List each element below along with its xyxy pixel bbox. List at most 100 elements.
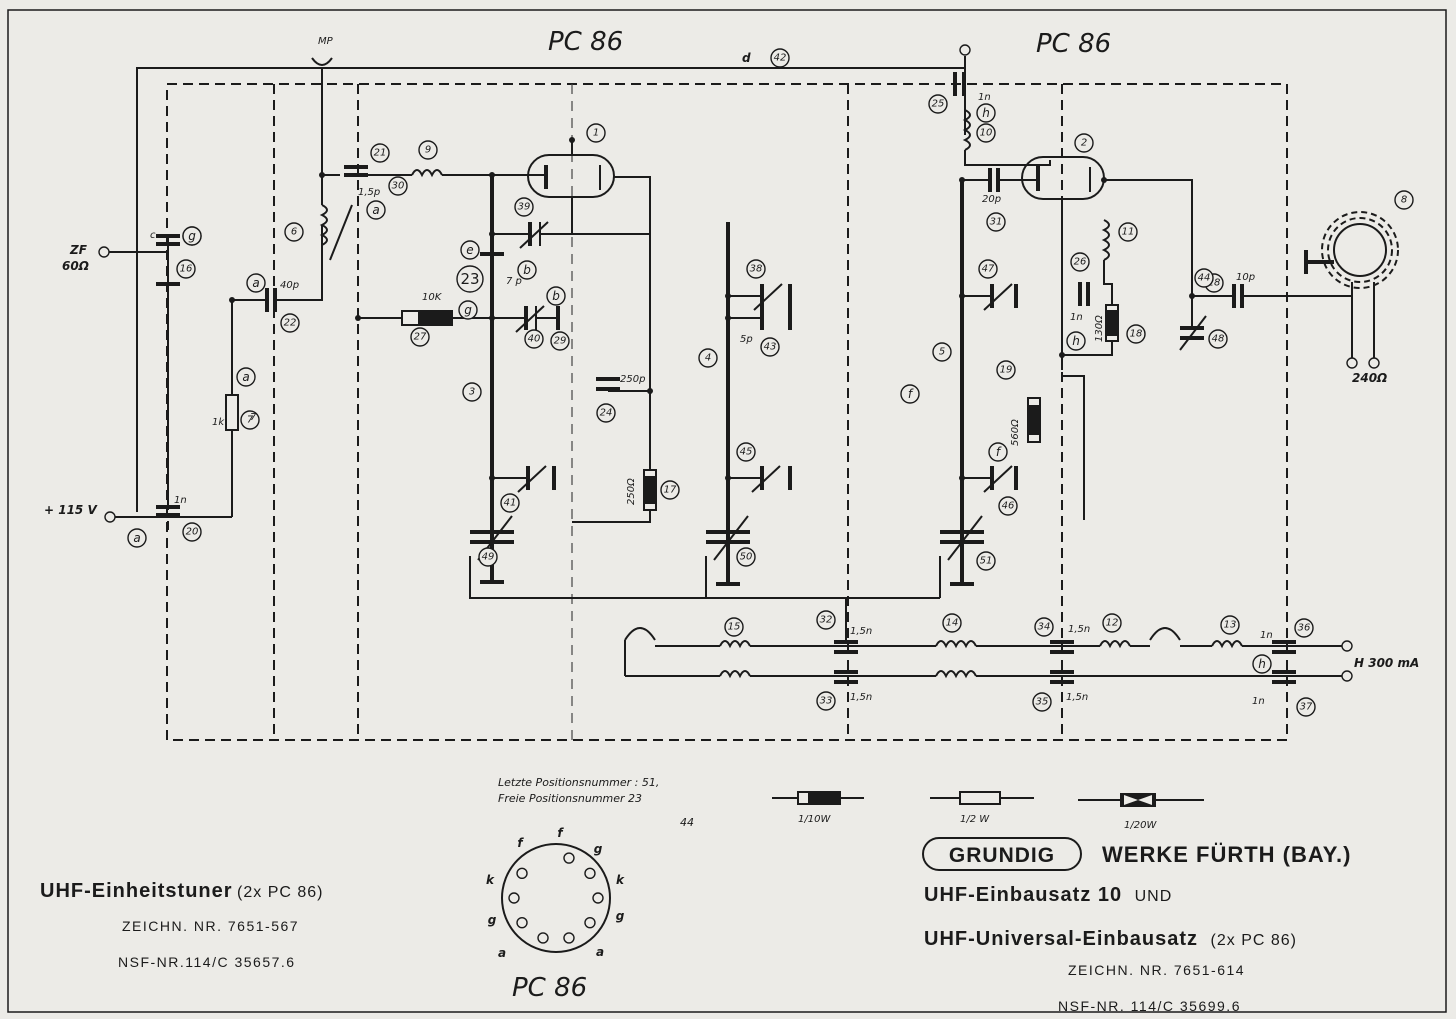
position-marker: 29 bbox=[550, 331, 570, 351]
trimmer-39 bbox=[492, 221, 650, 249]
position-marker: 8 bbox=[1394, 190, 1414, 210]
svg-text:19: 19 bbox=[1000, 365, 1013, 376]
position-marker: 33 bbox=[816, 691, 836, 711]
legend-resistor-1-2w bbox=[930, 791, 1034, 805]
svg-text:40: 40 bbox=[528, 334, 541, 345]
svg-text:41: 41 bbox=[504, 498, 517, 509]
title-left-note: (2x PC 86) bbox=[237, 884, 324, 901]
trimmer-46 bbox=[962, 465, 1018, 493]
letter-marker: a bbox=[366, 200, 386, 220]
position-marker: 7 bbox=[240, 410, 260, 430]
resistor-7 bbox=[225, 300, 239, 517]
heater-label: H 300 mA bbox=[1354, 656, 1419, 670]
base-pin-label: a bbox=[498, 946, 506, 960]
note-line-1: Letzte Positionsnummer : 51, bbox=[498, 776, 659, 789]
position-marker: 51 bbox=[976, 551, 996, 571]
position-marker: 40 bbox=[524, 329, 544, 349]
zf-impedance: 60Ω bbox=[62, 259, 89, 273]
position-marker: 44 bbox=[1194, 268, 1214, 288]
letter-marker: a bbox=[236, 367, 256, 387]
trimmer-38 bbox=[728, 283, 792, 330]
capacitor-21 bbox=[344, 165, 492, 178]
title-right-line-2-text: UHF-Universal-Einbausatz bbox=[924, 928, 1199, 950]
base-pin-label: g bbox=[616, 909, 625, 923]
c34-value: 1,5n bbox=[1068, 624, 1090, 635]
svg-text:b: b bbox=[523, 263, 531, 277]
tube-1 bbox=[492, 137, 651, 523]
svg-text:27: 27 bbox=[414, 332, 427, 343]
r19-value: 560Ω bbox=[1010, 419, 1021, 446]
position-marker: 23 bbox=[456, 265, 484, 293]
title-right-line-2: UHF-Universal-Einbausatz (2x PC 86) bbox=[924, 928, 1297, 951]
letter-markers: aaaabbceffgghhh bbox=[127, 103, 1272, 674]
r18-value: 130Ω bbox=[1094, 315, 1105, 342]
svg-text:31: 31 bbox=[990, 217, 1003, 228]
output-coupling bbox=[1179, 284, 1352, 351]
svg-text:13: 13 bbox=[1224, 620, 1237, 631]
position-marker: 38 bbox=[746, 259, 766, 279]
svg-text:47: 47 bbox=[982, 264, 995, 275]
base-pin-label: g bbox=[488, 913, 497, 927]
svg-text:20: 20 bbox=[186, 527, 199, 538]
position-marker: 22 bbox=[280, 313, 300, 333]
position-marker: 31 bbox=[986, 212, 1006, 232]
capacitor-25 bbox=[953, 72, 1051, 166]
plus-115v-label: + 115 V bbox=[44, 503, 98, 517]
svg-text:38: 38 bbox=[750, 264, 763, 275]
letter-marker: h bbox=[976, 103, 996, 123]
letter-marker: f bbox=[900, 384, 920, 404]
drawing-number-left: ZEICHN. NR. 7651-567 bbox=[122, 918, 300, 934]
position-marker: 19 bbox=[996, 360, 1016, 380]
position-marker: 50 bbox=[736, 547, 756, 567]
svg-text:7: 7 bbox=[247, 415, 254, 426]
position-marker: 39 bbox=[514, 197, 534, 217]
antenna-impedance: 240Ω bbox=[1352, 371, 1387, 385]
nsf-number-right: NSF-NR. 114/C 35699.6 bbox=[1058, 998, 1241, 1014]
position-marker: 35 bbox=[1032, 692, 1052, 712]
svg-text:28: 28 bbox=[1208, 278, 1221, 289]
svg-text:23: 23 bbox=[460, 270, 479, 288]
position-marker: 4 bbox=[698, 348, 718, 368]
svg-text:2: 2 bbox=[1081, 138, 1087, 149]
position-marker: 5 bbox=[932, 342, 952, 362]
letter-marker: g bbox=[182, 226, 202, 246]
capacitor-22 bbox=[229, 225, 323, 312]
svg-text:11: 11 bbox=[1122, 227, 1135, 238]
grundig-logo: GRUNDIG bbox=[922, 837, 1082, 871]
title-right-und: UND bbox=[1134, 888, 1173, 905]
c24-value: 250p bbox=[620, 374, 645, 385]
position-marker: 27 bbox=[410, 327, 430, 347]
position-marker: 32 bbox=[816, 610, 836, 630]
r27-value: 10K bbox=[422, 292, 443, 303]
svg-text:43: 43 bbox=[764, 342, 777, 353]
svg-text:10: 10 bbox=[980, 128, 993, 139]
company-name: WERKE FÜRTH (BAY.) bbox=[1102, 842, 1352, 867]
c20-value: 1n bbox=[174, 495, 187, 506]
capacitor-24 bbox=[596, 377, 653, 394]
letter-marker: e bbox=[460, 240, 480, 260]
shield-enclosure bbox=[166, 83, 1288, 741]
trimmer-45 bbox=[728, 465, 792, 493]
svg-text:h: h bbox=[982, 106, 990, 120]
sheet-border bbox=[7, 9, 1447, 1013]
letter-marker: a bbox=[127, 528, 147, 548]
position-marker: 13 bbox=[1220, 615, 1240, 635]
svg-text:33: 33 bbox=[820, 696, 833, 707]
tube-2-label: PC 86 bbox=[1036, 29, 1111, 59]
c43-value: 5p bbox=[740, 334, 753, 345]
capacitor-23 bbox=[480, 252, 504, 256]
position-marker: 2 bbox=[1074, 133, 1094, 153]
antenna-loop-8 bbox=[1304, 211, 1399, 369]
position-marker: 1 bbox=[586, 123, 606, 143]
position-marker: 49 bbox=[478, 547, 498, 567]
letter-marker: b bbox=[517, 260, 537, 280]
position-marker: 46 bbox=[998, 496, 1018, 516]
base-pin-label: f bbox=[517, 836, 524, 850]
svg-text:g: g bbox=[188, 229, 196, 243]
position-marker: 41 bbox=[500, 493, 520, 513]
plus-115v-input bbox=[104, 505, 232, 530]
title-left: UHF-Einheitstuner (2x PC 86) bbox=[40, 880, 323, 903]
position-marker: 48 bbox=[1208, 329, 1228, 349]
